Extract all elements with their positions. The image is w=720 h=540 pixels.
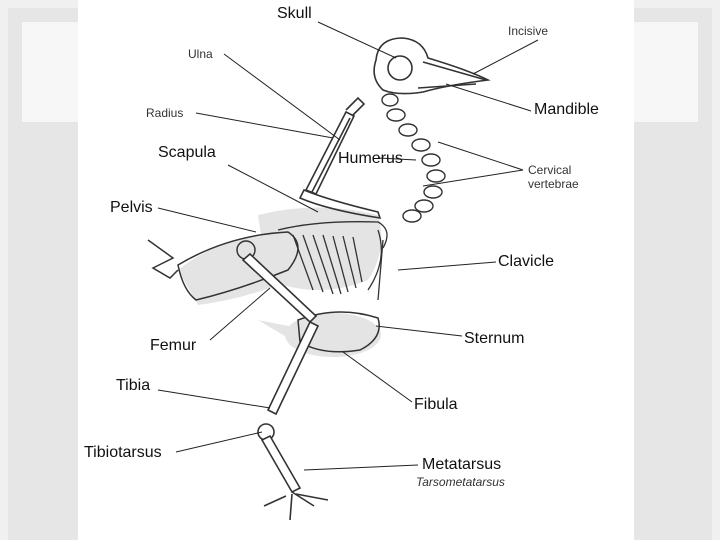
label-fibula: Fibula xyxy=(414,396,458,413)
label-tibia: Tibia xyxy=(116,377,151,394)
label-scapula: Scapula xyxy=(158,144,216,161)
label-sternum: Sternum xyxy=(464,330,525,347)
label-clavicle: Clavicle xyxy=(498,253,555,270)
skeleton-drawing xyxy=(147,21,539,521)
bird-skeleton-figure: Skull Incisive Ulna Mandible Radius Scap… xyxy=(78,0,634,540)
ribs xyxy=(277,221,388,301)
leader-lines xyxy=(157,21,539,471)
sternum-bone xyxy=(297,311,380,353)
label-tarsometatarsus: Tarsometatarsus xyxy=(416,475,505,489)
label-tibiotarsus: Tibiotarsus xyxy=(84,444,162,461)
label-incisive: Incisive xyxy=(508,24,549,38)
label-radius: Radius xyxy=(146,106,184,120)
label-humerus: Humerus xyxy=(338,150,403,167)
label-cervical-vertebrae-line1: Cervical xyxy=(528,163,572,177)
label-mandible: Mandible xyxy=(534,101,599,118)
label-metatarsus: Metatarsus xyxy=(422,456,502,473)
label-skull: Skull xyxy=(277,5,312,22)
label-ulna: Ulna xyxy=(188,47,213,61)
neck-vertebrae xyxy=(381,93,446,223)
skull-bones xyxy=(373,37,491,95)
label-femur: Femur xyxy=(150,337,197,354)
label-pelvis: Pelvis xyxy=(110,199,153,216)
leg-bones xyxy=(241,252,329,521)
label-cervical-vertebrae-line2: vertebrae xyxy=(528,177,579,191)
